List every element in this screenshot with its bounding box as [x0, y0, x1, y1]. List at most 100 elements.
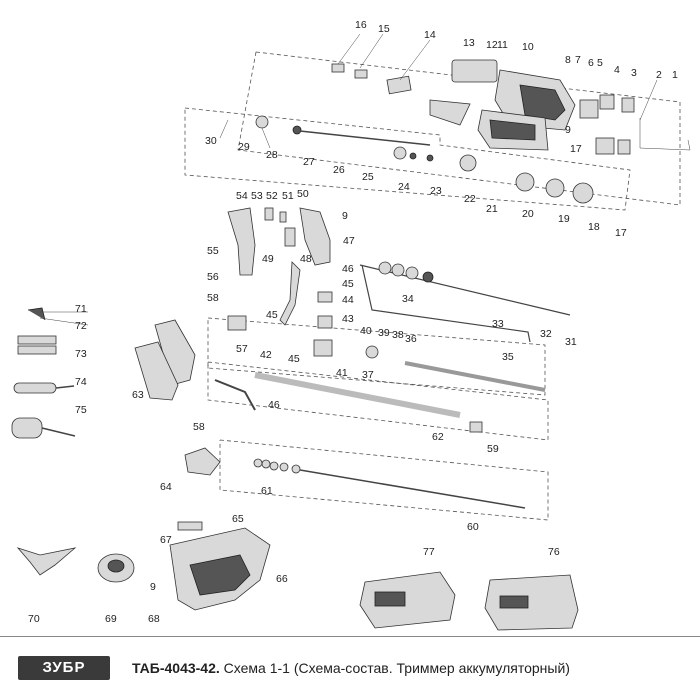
callout-label: 52	[266, 190, 278, 202]
callout-label: 65	[232, 513, 244, 525]
brand-logo: ЗУБР	[18, 656, 110, 680]
callout-label: 68	[148, 613, 160, 625]
callout-label: 49	[262, 253, 274, 265]
callout-label: 64	[160, 481, 172, 493]
callout-label: 54	[236, 190, 248, 202]
callout-label: 41	[336, 367, 348, 379]
callout-label: 4	[614, 64, 620, 76]
callout-label: 26	[333, 164, 345, 176]
callout-label: 46	[342, 263, 354, 275]
callout-label: 45	[342, 278, 354, 290]
callout-label: 69	[105, 613, 117, 625]
callout-label: 27	[303, 156, 315, 168]
lower-shaft-and-head	[184, 447, 526, 509]
callout-label: 73	[75, 348, 87, 360]
callout-label: 36	[405, 333, 417, 345]
callout-label: 17	[570, 143, 582, 155]
callout-label: 62	[432, 431, 444, 443]
grips-and-tools	[11, 307, 196, 439]
callout-label: 19	[558, 213, 570, 225]
callout-label: 16	[355, 19, 367, 31]
callout-label: 15	[378, 23, 390, 35]
brand-text: ЗУБР	[42, 659, 86, 676]
callout-label: 7	[575, 54, 581, 66]
callout-label: 21	[486, 203, 498, 215]
handle-assembly	[227, 207, 331, 326]
callout-label: 56	[207, 271, 219, 283]
callout-label: 1	[672, 69, 678, 81]
callout-label: 59	[487, 443, 499, 455]
callout-label: 40	[360, 325, 372, 337]
callout-label: 39	[378, 327, 390, 339]
callout-label: 11	[497, 39, 508, 51]
callout-label: 32	[540, 328, 552, 340]
callout-label: 14	[424, 29, 436, 41]
callout-label: 76	[548, 546, 560, 558]
callout-label: 17	[615, 227, 627, 239]
callout-label: 37	[362, 369, 374, 381]
callout-label: 24	[398, 181, 410, 193]
callout-label: 77	[423, 546, 435, 558]
callout-label: 5	[597, 57, 603, 69]
callout-label: 12	[486, 39, 498, 51]
callout-label: 67	[160, 534, 172, 546]
callout-label: 42	[260, 349, 272, 361]
callout-label: 66	[276, 573, 288, 585]
callout-label: 20	[522, 208, 534, 220]
callout-label: 23	[430, 185, 442, 197]
callout-label: 29	[238, 141, 250, 153]
callout-label: 74	[75, 376, 87, 388]
callout-label: 48	[300, 253, 312, 265]
callout-label: 44	[342, 294, 354, 306]
callout-label: 13	[463, 37, 475, 49]
callout-leaders	[39, 33, 658, 326]
callout-label: 35	[502, 351, 514, 363]
shaft-section	[214, 261, 571, 433]
bottom-accessories	[16, 521, 579, 631]
callout-label: 75	[75, 404, 87, 416]
footer-divider	[0, 636, 700, 637]
callout-label: 57	[236, 343, 248, 355]
page-footer: ЗУБР ТАБ-4043-42. Схема 1-1 (Схема-соста…	[0, 636, 700, 700]
callout-label: 45	[288, 353, 300, 365]
callout-label: 9	[342, 210, 348, 222]
callout-label: 31	[565, 336, 577, 348]
callout-label: 8	[565, 54, 571, 66]
callout-label: 22	[464, 193, 476, 205]
callout-label: 30	[205, 135, 217, 147]
callout-label: 51	[282, 190, 294, 202]
model-number: ТАБ-4043-42.	[132, 660, 220, 676]
callout-label: 58	[207, 292, 219, 304]
diagram-caption: ТАБ-4043-42. Схема 1-1 (Схема-состав. Тр…	[132, 660, 570, 676]
callout-label: 46	[268, 399, 280, 411]
callout-label: 70	[28, 613, 40, 625]
callout-label: 18	[588, 221, 600, 233]
callout-label: 38	[392, 329, 404, 341]
callout-label: 9	[565, 124, 571, 136]
callout-label: 43	[342, 313, 354, 325]
callout-label: 61	[261, 485, 273, 497]
caption-text: Схема 1-1 (Схема-состав. Триммер аккумул…	[223, 660, 570, 676]
callout-label: 63	[132, 389, 144, 401]
callout-label: 50	[297, 188, 309, 200]
callout-label: 10	[522, 41, 534, 53]
motor-housing-assembly	[331, 59, 691, 155]
callout-label: 25	[362, 171, 374, 183]
callout-label: 47	[343, 235, 355, 247]
gear-shaft-row	[255, 115, 594, 204]
callout-label: 3	[631, 67, 637, 79]
dashed-group-outlines	[184, 51, 681, 521]
callout-label: 28	[266, 149, 278, 161]
callout-label: 6	[588, 57, 594, 69]
callout-numbers: 1 2 3 4 5 6 7 8 9 10 11 12 13 14 15 16 1…	[28, 19, 678, 625]
callout-label: 55	[207, 245, 219, 257]
callout-label: 33	[492, 318, 504, 330]
callout-label: 45	[266, 309, 278, 321]
callout-label: 2	[656, 69, 662, 81]
callout-label: 71	[75, 303, 87, 315]
callout-label: 58	[193, 421, 205, 433]
callout-label: 9	[150, 581, 156, 593]
callout-label: 72	[75, 320, 87, 332]
callout-label: 53	[251, 190, 263, 202]
